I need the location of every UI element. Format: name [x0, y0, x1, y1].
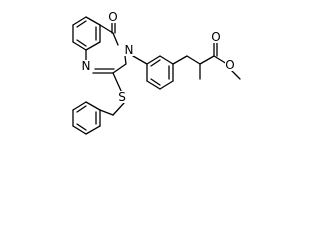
bond [146, 80, 161, 90]
atom-s: S [118, 90, 126, 104]
bond [112, 102, 125, 116]
bond [159, 80, 174, 90]
bond [124, 55, 127, 65]
bond [231, 70, 241, 80]
n3-label: N [124, 43, 134, 57]
atom-n1: N [82, 59, 91, 73]
bond [76, 39, 87, 47]
bond [85, 16, 101, 26]
bond [85, 101, 101, 111]
bond [72, 16, 87, 26]
n1-label: N [81, 59, 91, 73]
structure-diagram: O N N S O O [72, 10, 241, 135]
bond [150, 59, 161, 67]
ester-oxygen-label: O [225, 58, 235, 72]
bond [76, 123, 87, 131]
bond [213, 55, 228, 65]
carbonyl-oxygen-label: O [108, 10, 118, 24]
bond [85, 125, 101, 135]
bond [99, 24, 114, 34]
bond [76, 105, 87, 113]
bonds [72, 16, 241, 135]
sulfur-label: S [117, 90, 127, 104]
bond [112, 32, 119, 46]
bond [72, 125, 87, 135]
ester-carbonyl-oxygen-label: O [211, 30, 221, 44]
bond [112, 72, 123, 94]
atom-o-ester-carbonyl: O [211, 30, 220, 44]
bond [199, 55, 215, 65]
atom-o-ester: O [225, 58, 234, 72]
bond [72, 101, 87, 111]
bond [172, 55, 188, 65]
bond [85, 41, 101, 51]
bond [72, 41, 87, 51]
bond [76, 20, 87, 28]
bond [159, 55, 174, 65]
bond [112, 63, 127, 74]
bond [99, 109, 114, 116]
atom-n3: N [125, 43, 134, 57]
bond [132, 55, 148, 65]
bond [186, 55, 201, 65]
bond [146, 55, 161, 65]
atom-o-ketone: O [108, 10, 117, 24]
bond [150, 78, 161, 86]
atom-labels: O N N S O O [81, 10, 235, 104]
